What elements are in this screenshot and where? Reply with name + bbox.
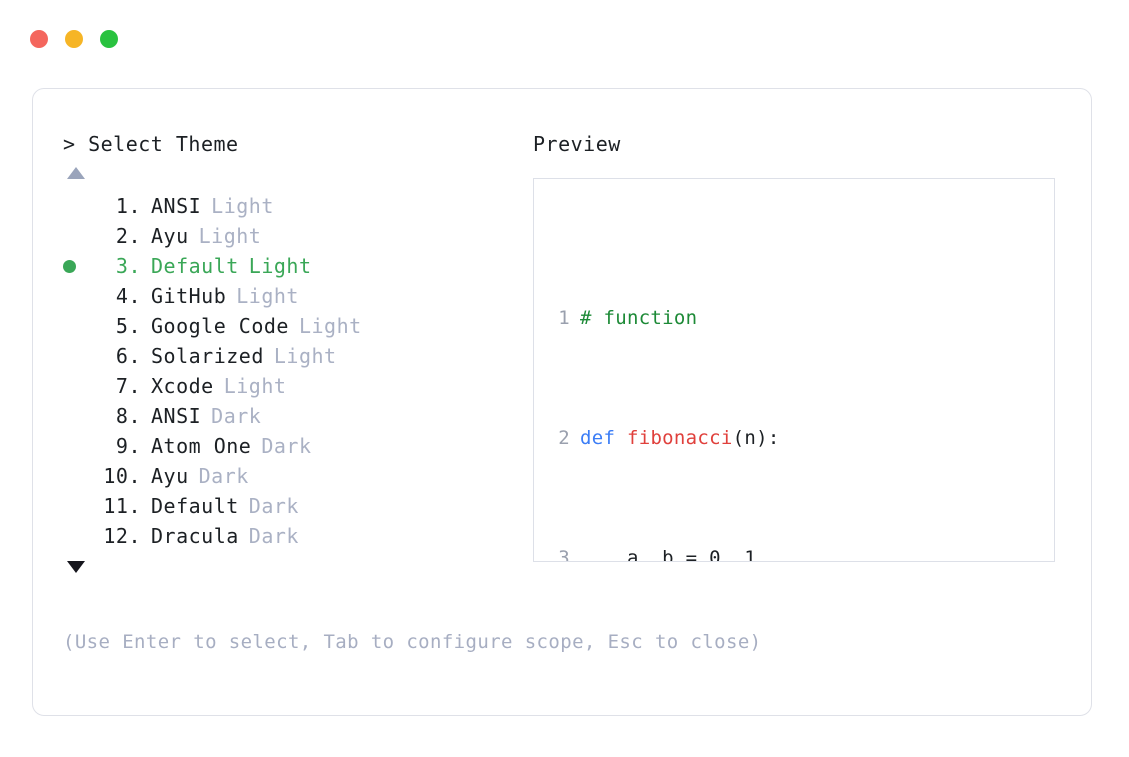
list-item-variant: Light bbox=[248, 254, 312, 278]
list-item-index: 8. bbox=[115, 404, 141, 428]
list-item[interactable]: 2. Ayu Light bbox=[63, 221, 533, 251]
select-theme-prompt: > Select Theme bbox=[63, 132, 239, 156]
triangle-up-icon[interactable] bbox=[67, 167, 85, 179]
preview-pane: Preview 1 # function 2 def fibonacci(n):… bbox=[533, 131, 1063, 562]
list-item-index: 4. bbox=[115, 284, 141, 308]
code-line: 1 # function bbox=[548, 303, 1054, 333]
list-item-index: 1. bbox=[115, 194, 141, 218]
list-item-variant: Light bbox=[298, 314, 362, 338]
selection-bullet-slot bbox=[63, 461, 93, 491]
list-item[interactable]: 6. Solarized Light bbox=[63, 341, 533, 371]
window-minimize-button[interactable] bbox=[65, 30, 83, 48]
selection-bullet-slot bbox=[63, 311, 93, 341]
selection-bullet-slot bbox=[63, 251, 93, 281]
selection-bullet-slot bbox=[63, 371, 93, 401]
list-item-name: Solarized bbox=[151, 344, 264, 368]
code-line: 2 def fibonacci(n): bbox=[548, 423, 1054, 453]
selection-bullet-icon bbox=[63, 259, 76, 273]
theme-list: 1. ANSI Light 2. Ayu Light 3. bbox=[63, 191, 533, 551]
list-item-variant: Dark bbox=[248, 524, 299, 548]
selection-bullet-slot bbox=[63, 281, 93, 311]
triangle-down-icon[interactable] bbox=[67, 561, 85, 573]
code-line-text: def fibonacci(n): bbox=[580, 423, 780, 453]
list-item-index: 3. bbox=[115, 254, 141, 278]
list-item-name: Google Code bbox=[151, 314, 289, 338]
theme-selector-card: > Select Theme 1. ANSI Light 2. Ayu bbox=[32, 88, 1092, 716]
list-item[interactable]: 7. Xcode Light bbox=[63, 371, 533, 401]
code-sample: 1 # function 2 def fibonacci(n): 3 a, b … bbox=[548, 213, 1054, 562]
list-item[interactable]: 1. ANSI Light bbox=[63, 191, 533, 221]
list-item-index: 2. bbox=[115, 224, 141, 248]
list-item[interactable]: 4. GitHub Light bbox=[63, 281, 533, 311]
list-item-index: 10. bbox=[103, 464, 141, 488]
list-item-selected[interactable]: 3. Default Light bbox=[63, 251, 533, 281]
list-item-variant: Dark bbox=[261, 434, 312, 458]
token-plain: a, b = 0, 1 bbox=[580, 547, 757, 562]
list-item-index: 12. bbox=[103, 524, 141, 548]
window-titlebar bbox=[30, 30, 118, 48]
theme-list-pane: > Select Theme 1. ANSI Light 2. Ayu bbox=[63, 131, 533, 573]
selection-bullet-slot bbox=[63, 521, 93, 551]
code-line-text: a, b = 0, 1 bbox=[580, 543, 757, 562]
window-close-button[interactable] bbox=[30, 30, 48, 48]
selection-bullet-slot bbox=[63, 491, 93, 521]
selection-bullet-slot bbox=[63, 431, 93, 461]
list-item[interactable]: 5. Google Code Light bbox=[63, 311, 533, 341]
list-item-index: 5. bbox=[115, 314, 141, 338]
line-number: 1 bbox=[558, 307, 570, 329]
preview-box: 1 # function 2 def fibonacci(n): 3 a, b … bbox=[533, 178, 1055, 562]
token-plain: (n): bbox=[732, 427, 780, 449]
list-item-name: Default bbox=[151, 254, 239, 278]
list-item-index: 9. bbox=[115, 434, 141, 458]
keyboard-hint: (Use Enter to select, Tab to configure s… bbox=[63, 631, 762, 653]
list-item[interactable]: 9. Atom One Dark bbox=[63, 431, 533, 461]
token-function: fibonacci bbox=[626, 427, 733, 449]
list-item[interactable]: 10. Ayu Dark bbox=[63, 461, 533, 491]
list-item-name: Dracula bbox=[151, 524, 239, 548]
list-item-name: GitHub bbox=[151, 284, 227, 308]
selection-bullet-slot bbox=[63, 341, 93, 371]
list-item-variant: Light bbox=[273, 344, 337, 368]
selection-bullet-slot bbox=[63, 401, 93, 431]
selection-bullet-slot bbox=[63, 221, 93, 251]
list-item[interactable]: 12. Dracula Dark bbox=[63, 521, 533, 551]
list-item-variant: Light bbox=[236, 284, 299, 308]
code-line: 3 a, b = 0, 1 bbox=[548, 543, 1054, 562]
code-line-text: # function bbox=[580, 303, 697, 333]
line-number: 2 bbox=[558, 427, 570, 449]
list-item[interactable]: 8. ANSI Dark bbox=[63, 401, 533, 431]
list-item-variant: Dark bbox=[211, 404, 262, 428]
list-item-variant: Light bbox=[211, 194, 274, 218]
list-item[interactable]: 11. Default Dark bbox=[63, 491, 533, 521]
list-item-index: 6. bbox=[115, 344, 141, 368]
list-item-variant: Light bbox=[198, 224, 262, 248]
list-item-index: 11. bbox=[103, 494, 141, 518]
list-item-variant: Light bbox=[223, 374, 287, 398]
list-item-name: Atom One bbox=[151, 434, 252, 458]
list-item-name: Ayu bbox=[151, 224, 189, 248]
list-item-index: 7. bbox=[115, 374, 141, 398]
token-comment: # function bbox=[580, 307, 698, 329]
list-item-name: Xcode bbox=[151, 374, 214, 398]
token-keyword: def bbox=[580, 427, 627, 449]
list-item-variant: Dark bbox=[248, 494, 299, 518]
preview-title: Preview bbox=[533, 132, 621, 156]
list-item-name: Ayu bbox=[151, 464, 189, 488]
list-item-variant: Dark bbox=[198, 464, 249, 488]
selection-bullet-slot bbox=[63, 191, 93, 221]
list-item-name: ANSI bbox=[151, 194, 202, 218]
line-number: 3 bbox=[558, 547, 570, 562]
list-item-name: ANSI bbox=[151, 404, 202, 428]
list-item-name: Default bbox=[151, 494, 239, 518]
window-maximize-button[interactable] bbox=[100, 30, 118, 48]
